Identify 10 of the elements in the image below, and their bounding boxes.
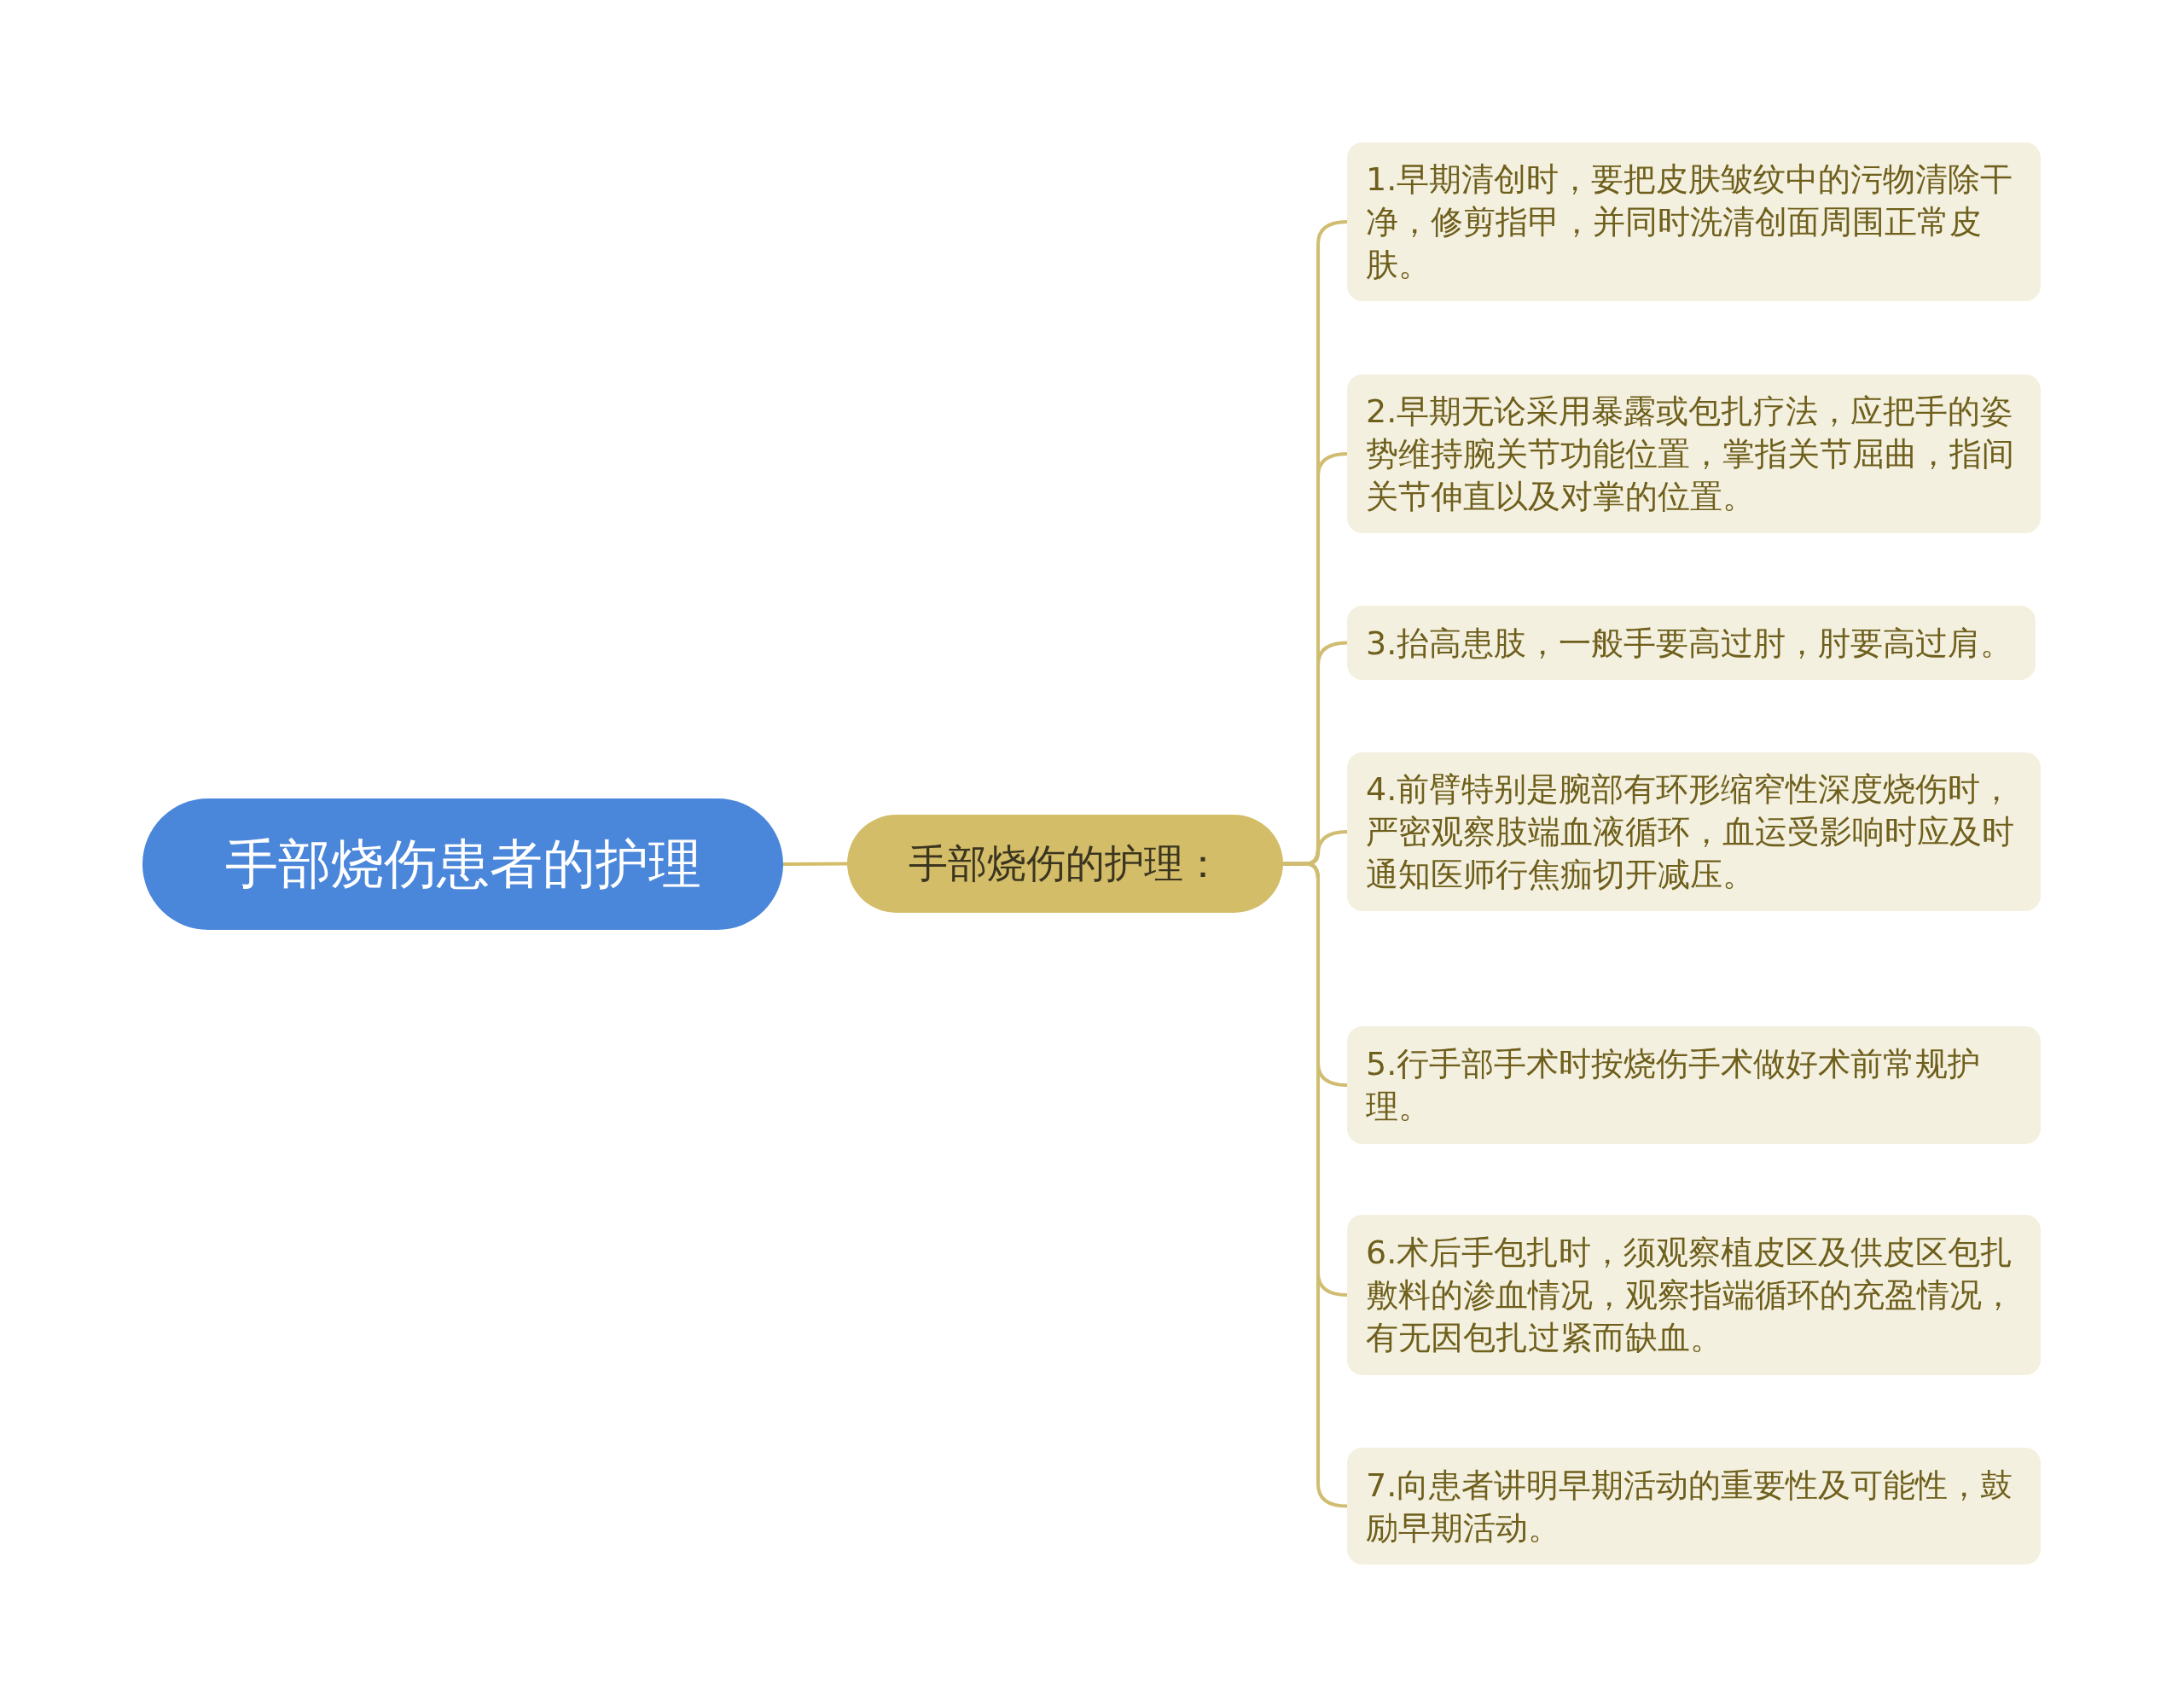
detail-note-box: 6.术后手包扎时，须观察植皮区及供皮区包扎敷料的渗血情况，观察指端循环的充盈情况，有无因包扎过紧而缺血。 [1347, 1215, 2041, 1375]
connector-line [783, 862, 847, 866]
detail-note-box: 2.早期无论采用暴露或包扎疗法，应把手的姿势维持腕关节功能位置，掌指关节屈曲，指间关节伸直以及对掌的位置。 [1347, 374, 2041, 533]
detail-note-box: 4.前臂特别是腕部有环形缩窄性深度烧伤时，严密观察肢端血液循环，血运受影响时应及时通知医师行焦痂切开减压。 [1347, 752, 2041, 911]
subtopic-box: 手部烧伤的护理： [847, 815, 1283, 913]
detail-note-box: 7.向患者讲明早期活动的重要性及可能性，鼓励早期活动。 [1347, 1448, 2041, 1565]
detail-note-box: 1.早期清创时，要把皮肤皱纹中的污物清除干净，修剪指甲，并同时洗清创面周围正常皮肤。 [1347, 142, 2041, 301]
root-topic-box: 手部烧伤患者的护理 [142, 798, 783, 930]
detail-note-box: 5.行手部手术时按烧伤手术做好术前常规护理。 [1347, 1026, 2041, 1144]
detail-note-box: 3.抬高患肢，一般手要高过肘，肘要高过肩。 [1347, 606, 2036, 680]
